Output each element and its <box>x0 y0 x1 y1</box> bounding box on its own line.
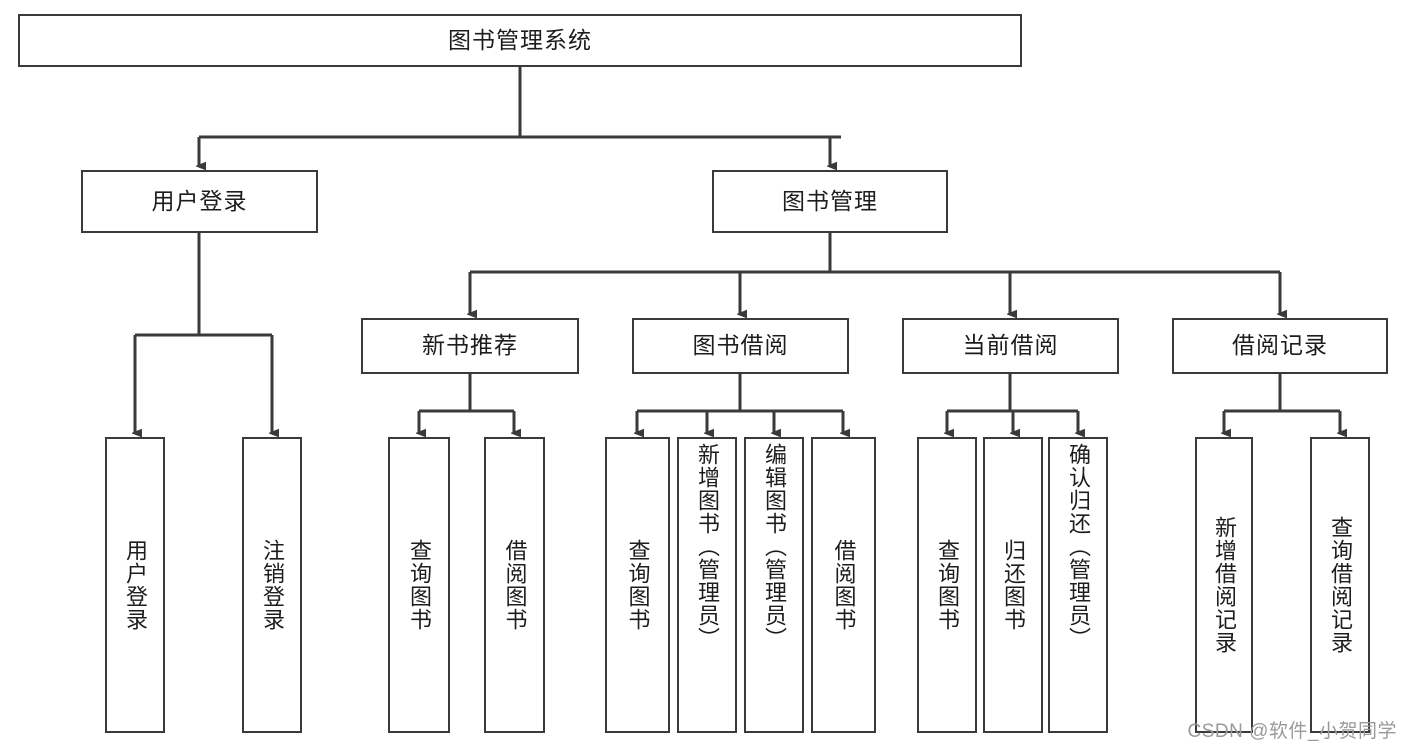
leaf-leaf-logout[interactable]: 注销登录 <box>242 437 302 733</box>
leaf-leaf-query-book-borrow-label: 查询图书 <box>625 539 651 631</box>
leaf-leaf-confirm-return-admin-label: 确认归还（管理员） <box>1065 443 1091 650</box>
leaf-leaf-borrow-book-recommend-label: 借阅图书 <box>502 539 528 631</box>
leaf-leaf-query-book-recommend[interactable]: 查询图书 <box>388 437 450 733</box>
node-book-borrow[interactable]: 图书借阅 <box>632 318 849 374</box>
leaf-leaf-return-book[interactable]: 归还图书 <box>983 437 1043 733</box>
leaf-leaf-query-borrow-record[interactable]: 查询借阅记录 <box>1310 437 1370 733</box>
node-new-book-recommend[interactable]: 新书推荐 <box>361 318 579 374</box>
leaf-leaf-edit-book-admin-label: 编辑图书（管理员） <box>761 443 787 650</box>
node-book-borrow-label: 图书借阅 <box>692 332 789 359</box>
node-current-borrow-label: 当前借阅 <box>962 332 1059 359</box>
leaf-leaf-query-book-recommend-label: 查询图书 <box>406 539 432 631</box>
node-user-login-label: 用户登录 <box>151 187 248 214</box>
leaf-leaf-add-book-admin-label: 新增图书（管理员） <box>694 443 720 650</box>
leaf-leaf-user-login[interactable]: 用户登录 <box>105 437 165 733</box>
node-root-label: 图书管理系统 <box>448 26 592 53</box>
leaf-leaf-add-book-admin[interactable]: 新增图书（管理员） <box>677 437 737 733</box>
leaf-leaf-user-login-label: 用户登录 <box>122 539 148 631</box>
node-root[interactable]: 图书管理系统 <box>18 14 1022 67</box>
leaf-leaf-add-borrow-record[interactable]: 新增借阅记录 <box>1195 437 1253 733</box>
leaf-leaf-borrow-book-label: 借阅图书 <box>831 539 857 631</box>
leaf-leaf-add-borrow-record-label: 新增借阅记录 <box>1211 516 1237 654</box>
leaf-leaf-borrow-book[interactable]: 借阅图书 <box>811 437 876 733</box>
node-user-login[interactable]: 用户登录 <box>81 170 318 233</box>
leaf-leaf-query-book-current-label: 查询图书 <box>934 539 960 631</box>
leaf-leaf-logout-label: 注销登录 <box>259 539 285 631</box>
leaf-leaf-confirm-return-admin[interactable]: 确认归还（管理员） <box>1048 437 1108 733</box>
leaf-leaf-return-book-label: 归还图书 <box>1000 539 1026 631</box>
watermark-text: CSDN @软件_小贺同学 <box>1187 721 1397 742</box>
leaf-leaf-borrow-book-recommend[interactable]: 借阅图书 <box>484 437 545 733</box>
node-borrow-record-label: 借阅记录 <box>1232 332 1328 359</box>
leaf-leaf-query-borrow-record-label: 查询借阅记录 <box>1327 516 1353 654</box>
node-book-management[interactable]: 图书管理 <box>712 170 948 233</box>
node-current-borrow[interactable]: 当前借阅 <box>902 318 1119 374</box>
node-borrow-record[interactable]: 借阅记录 <box>1172 318 1388 374</box>
leaf-leaf-query-book-borrow[interactable]: 查询图书 <box>605 437 670 733</box>
node-book-management-label: 图书管理 <box>782 187 878 214</box>
leaf-leaf-edit-book-admin[interactable]: 编辑图书（管理员） <box>744 437 804 733</box>
leaf-leaf-query-book-current[interactable]: 查询图书 <box>917 437 977 733</box>
node-new-book-recommend-label: 新书推荐 <box>422 332 518 359</box>
